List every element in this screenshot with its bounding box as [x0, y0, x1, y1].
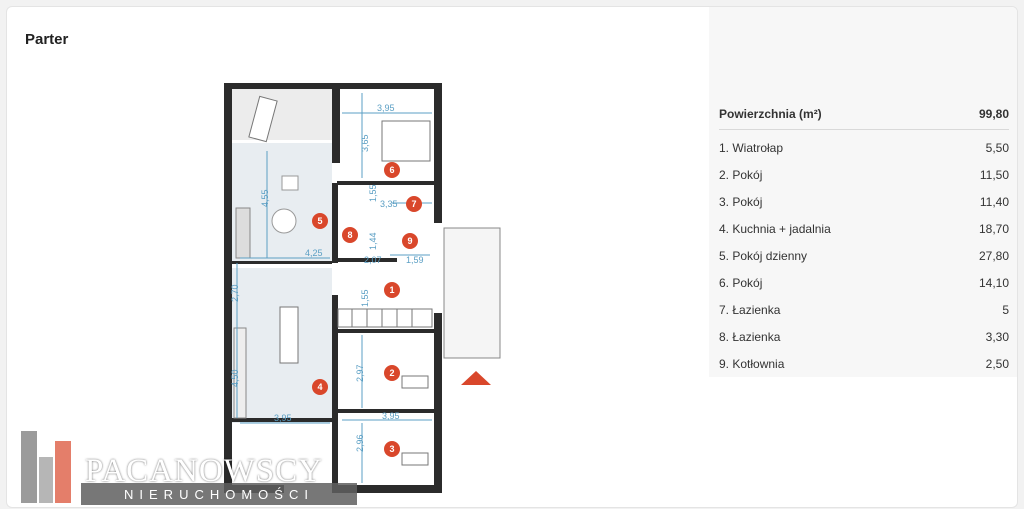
- room-label: 4. Kuchnia + jadalnia: [719, 221, 831, 236]
- area-total-value: 99,80: [978, 107, 1009, 121]
- dimension-label: 2,07: [364, 255, 382, 265]
- balcony: [443, 227, 501, 359]
- room-label: 7. Łazienka: [719, 302, 781, 317]
- dining-table: [279, 306, 299, 364]
- dimension-label: 1,55: [360, 289, 370, 307]
- room-number: 6: [389, 165, 394, 175]
- dimension-label: 2,70: [230, 284, 240, 302]
- stairs: [337, 308, 433, 328]
- logo-subtitle: NIERUCHOMOŚCI: [81, 483, 357, 505]
- desk-room-2: [401, 375, 429, 389]
- room-number: 1: [389, 285, 394, 295]
- dimension-label: 3,65: [360, 134, 370, 152]
- section-title: Parter: [25, 31, 69, 48]
- desk-room-3: [401, 452, 429, 466]
- room-number: 7: [411, 199, 416, 209]
- room-area: 3,30: [985, 329, 1009, 344]
- dimension-label: 4,50: [230, 369, 240, 387]
- plan-card: Parter: [6, 6, 1018, 508]
- dimension-label: 2,97: [355, 364, 365, 382]
- room-area: 11,50: [979, 167, 1009, 182]
- area-table-header: Powierzchnia (m²) 99,80: [719, 99, 1009, 130]
- table-row: 9. Kotłownia 2,50: [719, 350, 1009, 377]
- room-area: 5: [1002, 302, 1009, 317]
- terrace: [232, 88, 332, 140]
- room-area: 11,40: [979, 194, 1009, 209]
- room-area: 14,10: [978, 275, 1009, 290]
- floor-plan: 3,95 3,65 4,55 1,55 3,35 1,44 2,07 1,59 …: [224, 83, 501, 493]
- room-label: 8. Łazienka: [719, 329, 781, 344]
- dimension-label: 3,95: [377, 103, 395, 113]
- room-badges: 1 2 3 4 5 6 7 8 9: [312, 162, 422, 457]
- dimension-label: 3,95: [274, 413, 292, 423]
- table-row: 6. Pokój 14,10: [719, 269, 1009, 296]
- dimension-label: 4,55: [260, 189, 270, 207]
- dimension-lines: [236, 93, 432, 483]
- room-number: 2: [389, 368, 394, 378]
- dimension-labels: 3,95 3,65 4,55 1,55 3,35 1,44 2,07 1,59 …: [230, 103, 424, 452]
- room-label: 1. Wiatrołap: [719, 140, 784, 155]
- area-header-label: Powierzchnia (m²): [719, 107, 822, 121]
- table-row: 8. Łazienka 3,30: [719, 323, 1009, 350]
- room-label: 6. Pokój: [719, 275, 763, 290]
- sofa: [235, 207, 251, 259]
- room-area: 18,70: [978, 221, 1009, 236]
- room-area: 2,50: [985, 356, 1009, 371]
- dimension-label: 3,35: [380, 199, 398, 209]
- dimension-label: 1,55: [368, 184, 378, 202]
- room-number: 3: [389, 444, 394, 454]
- building-logo-icon: [21, 431, 71, 503]
- room-label: 9. Kotłownia: [719, 356, 785, 371]
- dimension-label: 4,25: [305, 248, 323, 258]
- dimension-label: 3,95: [382, 411, 400, 421]
- room-label: 2. Pokój: [719, 167, 763, 182]
- room-number: 9: [407, 236, 412, 246]
- area-table: Powierzchnia (m²) 99,80 1. Wiatrołap 5,50…: [719, 99, 1009, 377]
- bed-room-6: [381, 120, 431, 162]
- room-area: 27,80: [978, 248, 1009, 263]
- room-number: 4: [317, 382, 322, 392]
- table-row: 7. Łazienka 5: [719, 296, 1009, 323]
- room-area: 5,50: [985, 140, 1009, 155]
- room-label: 3. Pokój: [719, 194, 763, 209]
- dimension-label: 1,44: [368, 232, 378, 250]
- entrance-arrow-icon: [461, 371, 491, 385]
- table-row: 3. Pokój 11,40: [719, 188, 1009, 215]
- sun-lounger: [248, 95, 278, 143]
- room-number: 8: [347, 230, 352, 240]
- table-row: 1. Wiatrołap 5,50: [719, 134, 1009, 161]
- table-row: 4. Kuchnia + jadalnia 18,70: [719, 215, 1009, 242]
- table-row: 5. Pokój dzienny 27,80: [719, 242, 1009, 269]
- dimension-label: 1,59: [406, 255, 424, 265]
- room-number: 5: [317, 216, 322, 226]
- table-row: 2. Pokój 11,50: [719, 161, 1009, 188]
- dimension-label: 2,96: [355, 434, 365, 452]
- table-panel-bg: [709, 7, 1017, 377]
- coffee-table: [271, 208, 297, 234]
- room-label: 5. Pokój dzienny: [719, 248, 808, 263]
- armchair: [281, 175, 299, 191]
